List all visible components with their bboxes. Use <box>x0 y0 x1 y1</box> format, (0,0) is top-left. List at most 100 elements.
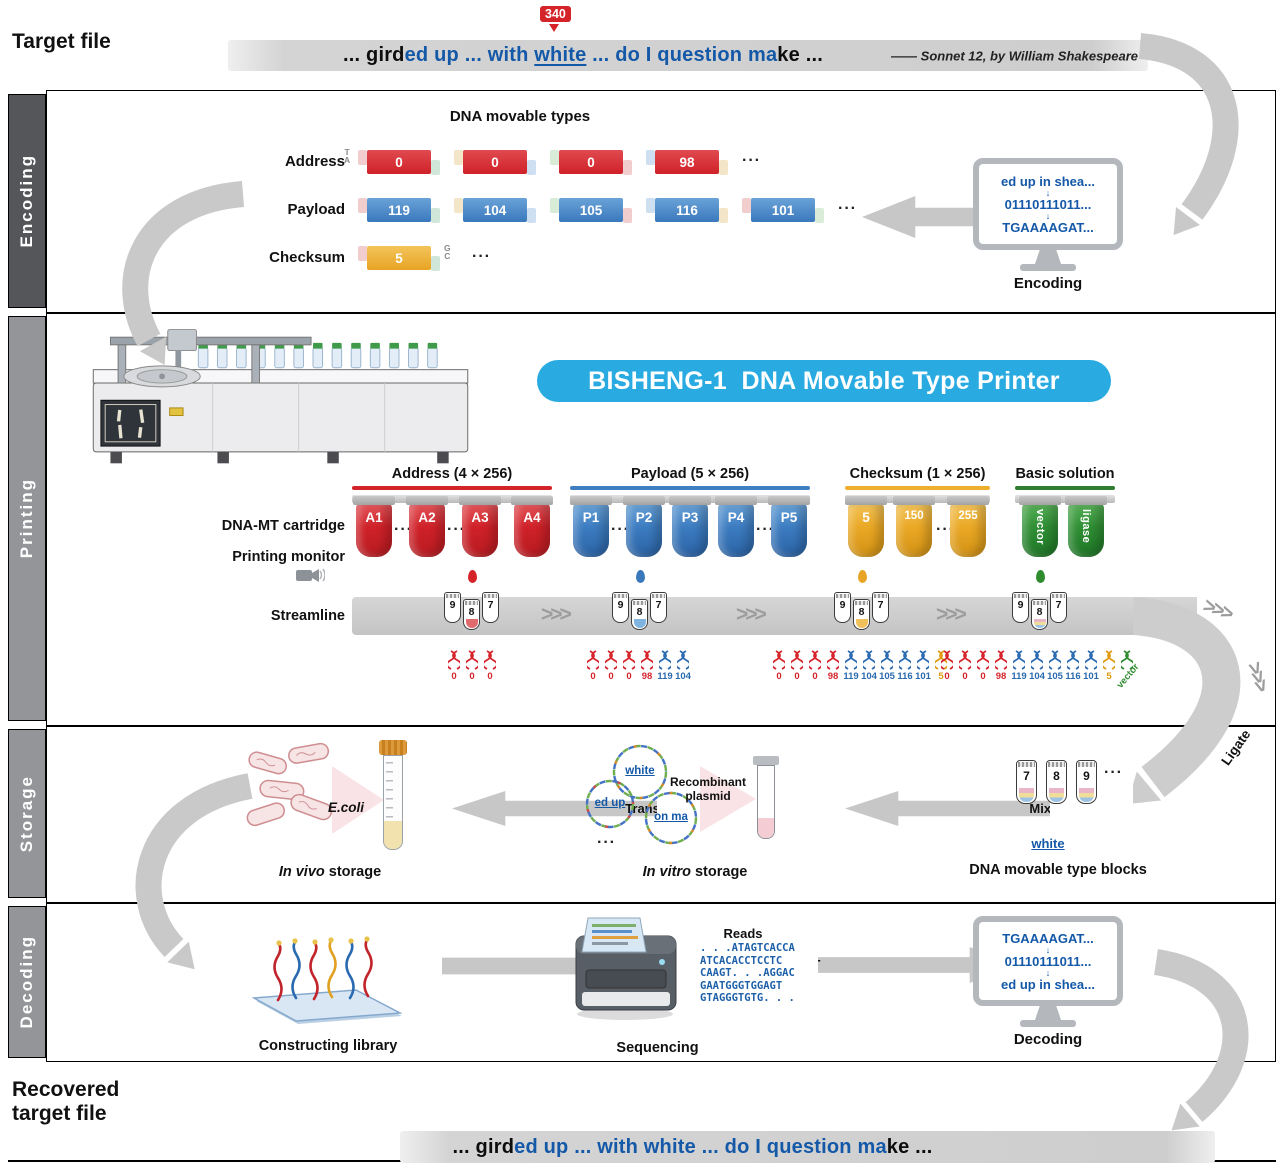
address-group-title: Address (4 × 256) <box>391 466 513 482</box>
sticky-end-letters-ta: T A <box>344 148 350 165</box>
chevrons-icon: >>> <box>541 603 572 626</box>
tube-label: A1 <box>365 510 383 525</box>
section-label-decoding: Decoding <box>8 906 46 1058</box>
station-tube: 9 <box>1012 592 1029 623</box>
streamline-station: 9 8 7 <box>834 590 890 640</box>
target-text-segment: white <box>534 44 587 66</box>
sticky-end <box>719 159 728 175</box>
dna-value: 116 <box>897 671 913 682</box>
station-digit: 9 <box>1017 599 1024 611</box>
dna-squiggle: 0 <box>940 650 954 682</box>
dna-value: 0 <box>944 671 950 682</box>
sticky-end <box>431 159 440 175</box>
station-digit: 7 <box>877 599 884 611</box>
address-group-underline <box>352 486 552 490</box>
dna-block: 101 <box>742 197 824 223</box>
library-caption: Constructing library <box>258 1038 398 1054</box>
dna-icon <box>1121 650 1133 670</box>
droplet <box>636 570 645 583</box>
cartridge-tube: vector <box>1019 496 1061 557</box>
monitor-line: TGAAAAGAT... <box>1002 930 1094 946</box>
printing-side-label: Printing <box>17 478 36 559</box>
ellipsis: ··· <box>447 521 466 538</box>
dna-value: 0 <box>812 671 818 682</box>
station-digit: 9 <box>449 599 456 611</box>
sticky-end <box>550 197 559 213</box>
cartridge-tube: 5 <box>845 496 887 557</box>
encoding-monitor: ed up in shea... ↓ 01110111011... ↓ TGAA… <box>973 158 1123 250</box>
dna-icon <box>677 650 689 670</box>
recovered-text-segment: ... gird <box>452 1135 515 1158</box>
dna-icon <box>917 650 929 670</box>
invivo-caption: In vivo storage <box>240 864 420 880</box>
target-file-label: Target file <box>12 30 111 53</box>
sticky-end <box>454 197 463 213</box>
dna-icon <box>659 650 671 670</box>
recovered-text-segment: ke ... <box>886 1135 933 1158</box>
dna-icon <box>845 650 857 670</box>
section-label-encoding: Encoding <box>8 94 46 308</box>
dna-icon <box>959 650 971 670</box>
station-digit: 7 <box>655 599 662 611</box>
cartridge-tube: A4 <box>511 496 553 557</box>
tube-liquid <box>633 619 646 628</box>
plasmid-word: ed up <box>594 797 626 809</box>
down-arrow-icon: ↓ <box>1045 210 1051 221</box>
monitor-stand <box>1035 1006 1061 1020</box>
tube-liquid <box>1079 788 1094 802</box>
cartridge-tube: 150 <box>893 496 935 557</box>
dna-squiggle: 0 <box>586 650 600 682</box>
sticky-end <box>431 255 440 271</box>
read-line: GTAGGGTGTG. . . <box>700 992 795 1004</box>
section-label-storage: Storage <box>8 729 46 898</box>
ellipsis: ··· <box>1104 764 1123 781</box>
chevrons-icon: >>> <box>736 603 767 626</box>
tube-cap <box>379 740 407 755</box>
cartridge-tube: A1 <box>353 496 395 557</box>
checksum-blocks: 5 <box>358 245 440 271</box>
dna-squiggle: 119 <box>843 650 859 682</box>
dna-value: 101 <box>1083 671 1099 682</box>
dna-squiggle: 98 <box>640 650 654 682</box>
cartridge-tube: P4 <box>715 496 757 557</box>
address-row-label: Address <box>284 153 345 170</box>
dna-block: 104 <box>454 197 536 223</box>
droplet <box>1036 570 1045 583</box>
ellipsis: ··· <box>756 521 775 538</box>
recombinant-label-line: plasmid <box>685 789 731 803</box>
dna-value: 0 <box>962 671 968 682</box>
block-value: 101 <box>751 198 815 222</box>
block-value: 0 <box>463 150 527 174</box>
tube-cap <box>753 756 779 765</box>
cartridge-tube: A3 <box>459 496 501 557</box>
read-line: CAAGT. . .AGGAC <box>700 967 795 979</box>
checksum-group-title: Checksum (1 × 256) <box>849 466 986 482</box>
streamline-station: 9 8 7 <box>444 590 500 640</box>
dna-value: 105 <box>879 671 895 682</box>
dna-value: 0 <box>794 671 800 682</box>
dna-icon <box>1085 650 1097 670</box>
cartridge-tube: 255 <box>947 496 989 557</box>
cartridge-tube: P5 <box>768 496 810 557</box>
tube-body <box>757 765 775 839</box>
ecoli-label: E.coli <box>328 800 364 815</box>
monitor-line: TGAAAAGAT... <box>1002 219 1094 235</box>
dna-value: 119 <box>657 671 673 682</box>
flow-arrow-encoding-to-printing <box>122 181 245 365</box>
invitro-caption-rest: storage <box>690 864 748 880</box>
dna-value: 98 <box>641 671 653 682</box>
tube-label: 150 <box>904 510 924 522</box>
monitor-stand <box>1035 250 1061 264</box>
station-tube: 8 <box>463 599 480 630</box>
tube-liquid <box>1019 788 1034 802</box>
sticky-end <box>358 149 367 165</box>
sticky-end-letter: C <box>444 251 451 261</box>
monitor-line: 01110111011... <box>1004 953 1092 969</box>
dna-icon <box>466 650 478 670</box>
dna-icon <box>791 650 803 670</box>
dna-icon <box>995 650 1007 670</box>
tube-label: vector <box>1034 509 1046 546</box>
down-arrow-icon: ↓ <box>1045 967 1051 978</box>
